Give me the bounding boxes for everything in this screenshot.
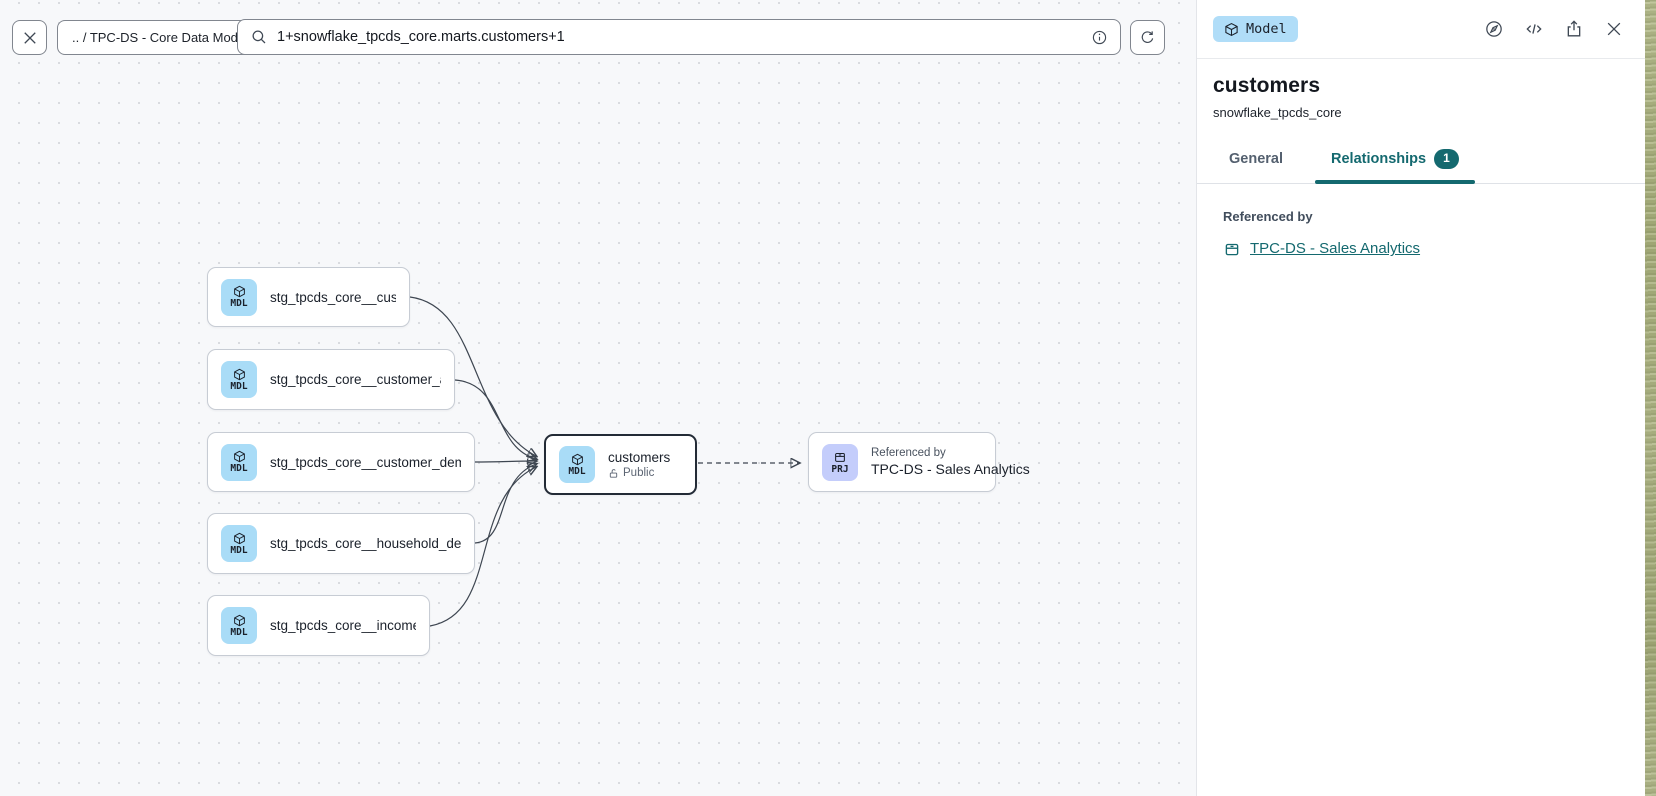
relationships-content: Referenced by TPC-DS - Sales Analytics [1197,184,1645,283]
model-type-badge: Model [1213,16,1298,42]
info-icon[interactable] [1091,29,1108,46]
node-label: stg_tpcds_core__income_band [270,618,416,633]
breadcrumb-label: .. / TPC-DS - Core Data Models [72,30,255,45]
node-tag: MDL [230,380,248,392]
lineage-edges [409,296,1196,627]
panel-header: Model [1197,0,1645,59]
node-label: stg_tpcds_core__customer_address [270,372,441,387]
cube-icon [233,614,245,626]
cube-icon [233,368,245,380]
close-panel-button[interactable] [1599,14,1629,44]
panel-tabs: General Relationships 1 [1197,137,1645,184]
search-input[interactable] [277,29,1082,45]
referenced-by-label: Referenced by [1223,208,1313,224]
node-sublabel: Referenced by [871,447,946,459]
close-canvas-button[interactable] [12,20,47,55]
project-link[interactable]: TPC-DS - Sales Analytics [1250,240,1421,258]
panel-title-block: customers snowflake_tpcds_core [1197,59,1645,120]
breadcrumb[interactable]: .. / TPC-DS - Core Data Models [57,20,270,55]
node-tag: MDL [230,463,248,475]
wallpaper-strip [1645,0,1656,796]
tab-relationships[interactable]: Relationships 1 [1315,137,1475,184]
share-icon [1567,20,1581,37]
node-tag: MDL [568,465,586,477]
model-icon-box: MDL [559,446,595,483]
compass-icon-button[interactable] [1479,14,1509,44]
model-node[interactable]: MDL stg_tpcds_core__income_band [207,595,430,656]
cube-icon [233,532,245,544]
node-label: stg_tpcds_core__customer [270,289,396,305]
model-node[interactable]: MDL stg_tpcds_core__customer_address [207,349,455,410]
code-icon-button[interactable] [1519,14,1549,44]
refresh-button[interactable] [1130,20,1165,55]
project-node[interactable]: PRJ Referenced by TPC-DS - Sales Analyti… [808,432,1030,492]
lineage-canvas[interactable]: .. / TPC-DS - Core Data Models MDL stg_t… [0,0,1196,796]
customers-node[interactable]: MDL customers Public [544,434,697,495]
drawer-icon [1225,243,1239,255]
compass-icon [1486,21,1502,37]
edge [474,464,536,544]
node-tag: MDL [230,626,248,638]
node-label: customers [608,450,671,465]
node-label: stg_tpcds_core__household_demogr... [270,536,461,551]
search-bar [237,19,1121,55]
share-icon-button[interactable] [1559,14,1589,44]
model-icon-box: MDL [221,607,257,644]
tab-general[interactable]: General [1229,150,1283,167]
node-tag: MDL [230,298,248,310]
reference-row: TPC-DS - Sales Analytics [1223,240,1619,258]
node-tag: MDL [230,544,248,556]
edge [474,461,536,462]
node-tag: PRJ [831,463,849,475]
cube-icon [233,286,245,298]
panel-subtitle: snowflake_tpcds_core [1213,105,1342,120]
cube-icon [1225,22,1238,36]
node-label: TPC-DS - Sales Analytics [871,461,1030,477]
model-icon-box: MDL [221,278,257,316]
close-icon [23,31,36,44]
model-node[interactable]: MDL stg_tpcds_core__customer_demogra... [207,432,475,492]
model-node[interactable]: MDL stg_tpcds_core__customer [207,267,410,327]
model-node[interactable]: MDL stg_tpcds_core__household_demogr... [207,513,475,574]
visibility-label: Public [608,467,670,479]
refresh-icon [1141,31,1154,43]
panel-title: customers [1213,74,1321,97]
close-icon [1607,22,1621,36]
model-icon-box: MDL [221,525,257,562]
code-icon [1526,24,1542,34]
drawer-icon [835,452,845,462]
search-icon [252,30,266,44]
model-type-label: Model [1246,21,1287,37]
project-icon-box: PRJ [822,443,858,481]
relationships-count-badge: 1 [1434,149,1459,169]
details-panel: Model customers snowflake_tpcds_core [1196,0,1645,796]
panel-header-icons [1479,14,1629,44]
cube-icon [571,453,583,465]
model-icon-box: MDL [221,443,257,481]
node-label: stg_tpcds_core__customer_demogra... [270,454,461,470]
model-icon-box: MDL [221,361,257,398]
unlock-icon [609,468,618,478]
cube-icon [233,451,245,463]
